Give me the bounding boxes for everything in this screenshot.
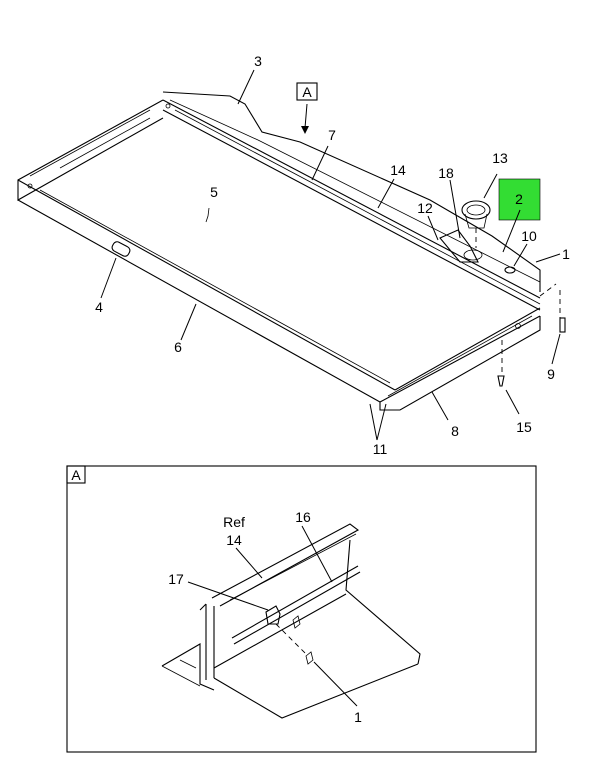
view-ref-label: A (302, 84, 312, 100)
detail-bracket-17 (265, 605, 281, 625)
leader-6 (180, 303, 197, 341)
callout-14[interactable]: 14 (390, 162, 406, 178)
top-rail-groove (174, 109, 541, 305)
rivet-left (27, 183, 33, 189)
front-rail-top (17, 179, 396, 391)
leader-11a (369, 403, 378, 441)
callout-1[interactable]: 1 (562, 246, 570, 262)
detail-rail-top (211, 523, 360, 607)
callout-8[interactable]: 8 (451, 423, 459, 439)
leader-lines (100, 69, 561, 441)
bracket-18 (439, 229, 479, 263)
front-rail-bottom (17, 199, 381, 403)
callout-10[interactable]: 10 (521, 228, 537, 244)
back-panel-inner (169, 99, 541, 283)
detail-callout-1[interactable]: 1 (354, 709, 362, 725)
detail-callout-17[interactable]: 17 (168, 571, 184, 587)
callout-11[interactable]: 11 (373, 441, 388, 457)
callout-9[interactable]: 9 (547, 366, 555, 382)
detail-rod-bottom (233, 571, 361, 645)
detail-floor-edge (161, 665, 201, 687)
frame-assembly (17, 91, 566, 411)
callout-18[interactable]: 18 (438, 165, 454, 181)
bracket-hole (463, 249, 483, 261)
top-rail-outer (162, 99, 541, 299)
detail-view-frame (66, 465, 537, 753)
leader-13 (483, 173, 498, 199)
leader-10 (513, 243, 528, 267)
top-rail-inner (162, 109, 541, 311)
detail-fastener-upper (292, 615, 301, 629)
callout-2[interactable]: 2 (515, 191, 523, 207)
callout-7[interactable]: 7 (328, 127, 336, 143)
fastener-10 (504, 266, 516, 274)
callout-6[interactable]: 6 (174, 339, 182, 355)
floor-edge (59, 117, 151, 169)
right-rail-inner (387, 315, 533, 397)
detail-leader-17 (187, 581, 269, 611)
leader-11b (376, 403, 387, 441)
leader-4 (100, 257, 117, 299)
callout-12[interactable]: 12 (417, 200, 433, 216)
leader-14 (377, 178, 395, 209)
rivet-right (515, 323, 521, 329)
detail-ref-number[interactable]: 14 (226, 532, 242, 548)
detail-rail-edge (229, 533, 357, 601)
leader-7 (311, 145, 329, 181)
detail-wall-lip (199, 603, 207, 611)
handle-slot (111, 241, 131, 257)
right-rail-end (379, 316, 541, 411)
detail-panel-fold (213, 593, 347, 669)
view-ref-arrow (304, 103, 308, 129)
view-ref-arrowhead (301, 126, 309, 134)
right-rail-bottom (379, 315, 541, 403)
callout-15[interactable]: 15 (516, 419, 532, 435)
back-panel-edge (162, 91, 541, 292)
callout-4[interactable]: 4 (95, 299, 103, 315)
detail-panel-bottom (213, 663, 419, 719)
detail-rod-top (231, 565, 359, 639)
highlight-box-2[interactable] (498, 178, 541, 221)
callout-13[interactable]: 13 (492, 150, 508, 166)
clip-9 (559, 317, 566, 333)
grommet-13-inner (466, 204, 486, 216)
detail-floor-left (161, 643, 215, 691)
leader-8 (431, 391, 449, 421)
callout-5[interactable]: 5 (210, 184, 218, 200)
detail-geometry (161, 523, 421, 719)
right-rail-top (394, 307, 541, 391)
detail-tag: A (71, 467, 81, 483)
view-ref-box (296, 82, 318, 101)
detail-leader-1 (313, 661, 358, 707)
assembly-line-1 (539, 283, 557, 297)
callout-3[interactable]: 3 (254, 53, 262, 69)
frame-left-end (17, 99, 164, 201)
leader-15 (505, 389, 520, 415)
detail-floor-notch (179, 659, 197, 669)
part-5-mark (205, 207, 210, 223)
detail-assembly-line (275, 623, 307, 655)
frame-left-inner (29, 109, 151, 177)
detail-fastener-lower (305, 651, 314, 665)
leader-18 (449, 179, 461, 239)
screw-15 (497, 375, 505, 387)
leader-3 (237, 69, 255, 105)
leader-9 (551, 333, 561, 365)
detail-ref-label: Ref (223, 514, 245, 530)
detail-leader-16 (301, 525, 333, 583)
grommet-13 (461, 200, 491, 220)
leader-2 (502, 209, 521, 253)
leader-1 (535, 253, 561, 263)
detail-leader-14 (235, 547, 263, 579)
front-rail-inner (39, 189, 391, 384)
grommet-13-body (464, 213, 488, 229)
detail-tag-box (66, 465, 86, 484)
detail-callout-16[interactable]: 16 (295, 509, 311, 525)
rivet-top (165, 103, 171, 109)
detail-panel-right (345, 539, 421, 665)
leader-12 (427, 215, 439, 241)
